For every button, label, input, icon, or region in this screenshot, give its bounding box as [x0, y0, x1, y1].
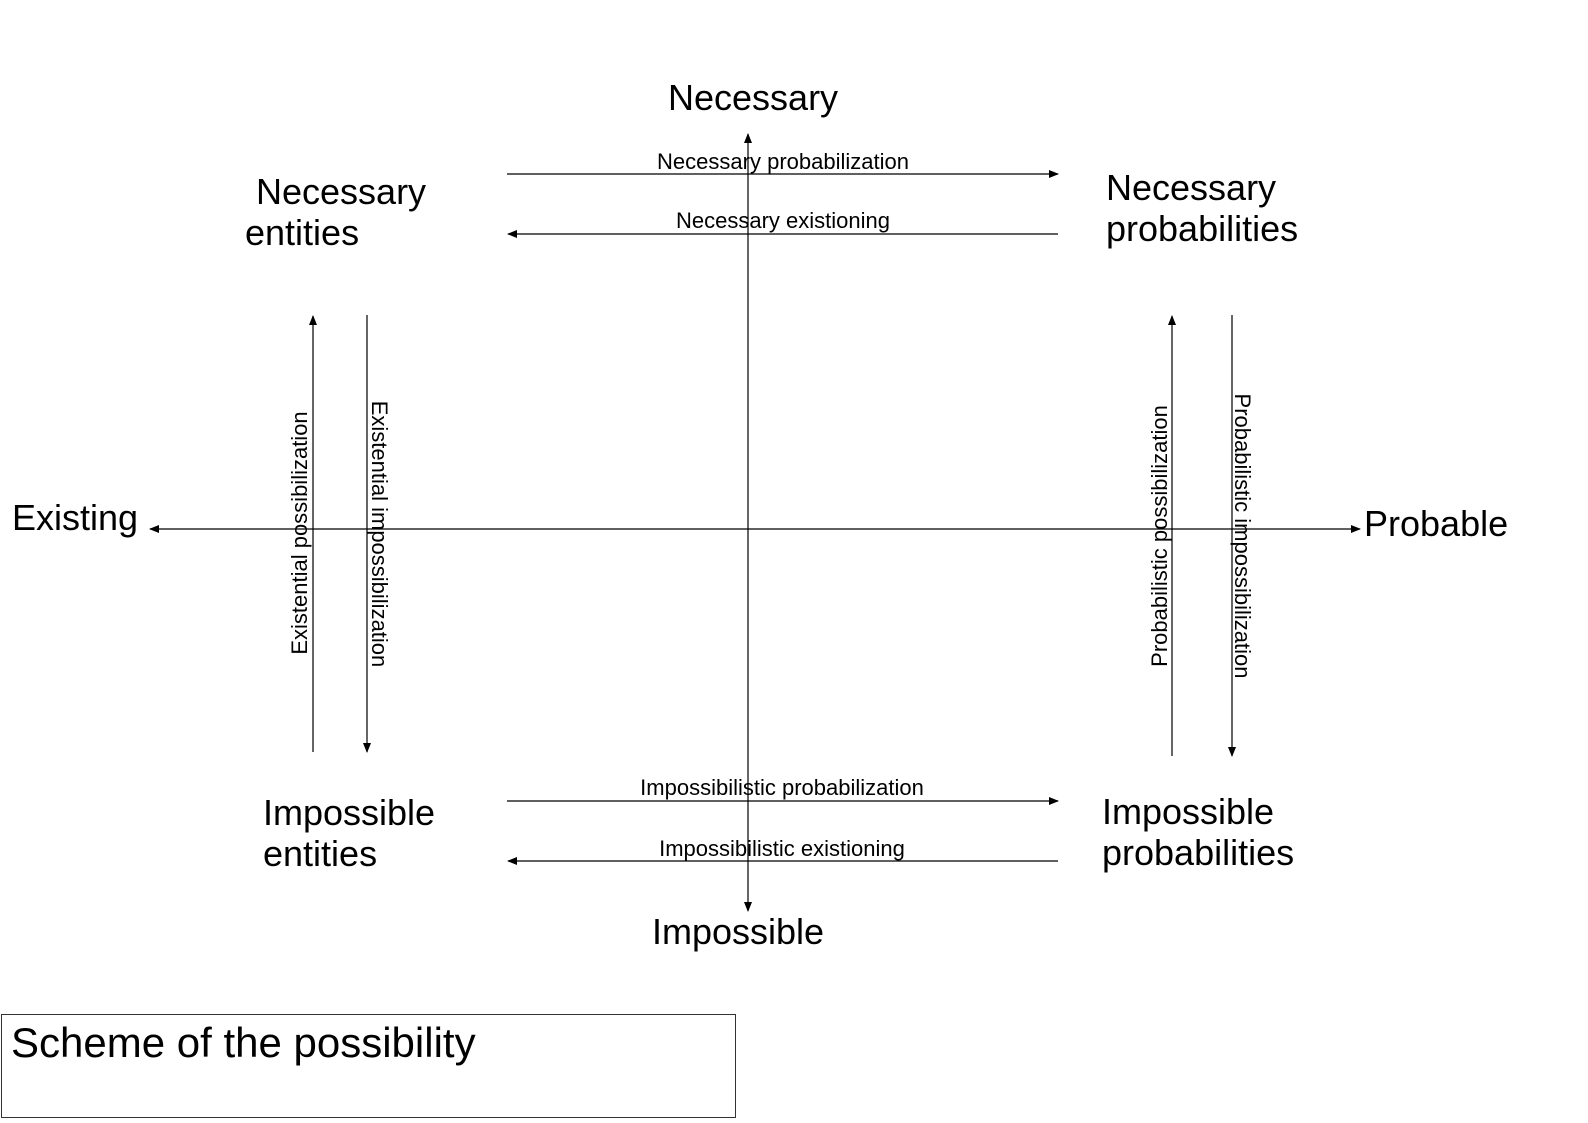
existential-possibilization-label: Existential possibilization: [287, 411, 312, 654]
impossibilistic-existioning-label: Impossibilistic existioning: [659, 836, 905, 861]
impossible-entities-label: Impossible entities: [263, 792, 445, 874]
impossibilistic-probabilization-label: Impossibilistic probabilization: [640, 775, 924, 800]
necessary-probabilities-label: Necessary probabilities: [1106, 167, 1298, 249]
existential-impossibilization-label: Existential impossibilization: [367, 401, 392, 668]
caption-box: Scheme of the possibility: [1, 1014, 736, 1118]
necessary-entities-label: Necessary entities: [245, 171, 436, 253]
axis-label-probable: Probable: [1364, 503, 1508, 544]
probabilistic-impossibilization-label: Probabilistic impossibilization: [1230, 394, 1255, 679]
axis-label-impossible: Impossible: [652, 911, 824, 952]
necessary-existioning-label: Necessary existioning: [676, 208, 890, 233]
necessary-probabilization-label: Necessary probabilization: [657, 149, 909, 174]
probabilistic-possibilization-label: Probabilistic possibilization: [1147, 405, 1172, 667]
impossible-probabilities-label: Impossible probabilities: [1102, 791, 1294, 873]
caption-title: Scheme of the possibility: [11, 1019, 476, 1066]
axis-label-existing: Existing: [12, 497, 138, 538]
axis-label-necessary: Necessary: [668, 77, 838, 118]
